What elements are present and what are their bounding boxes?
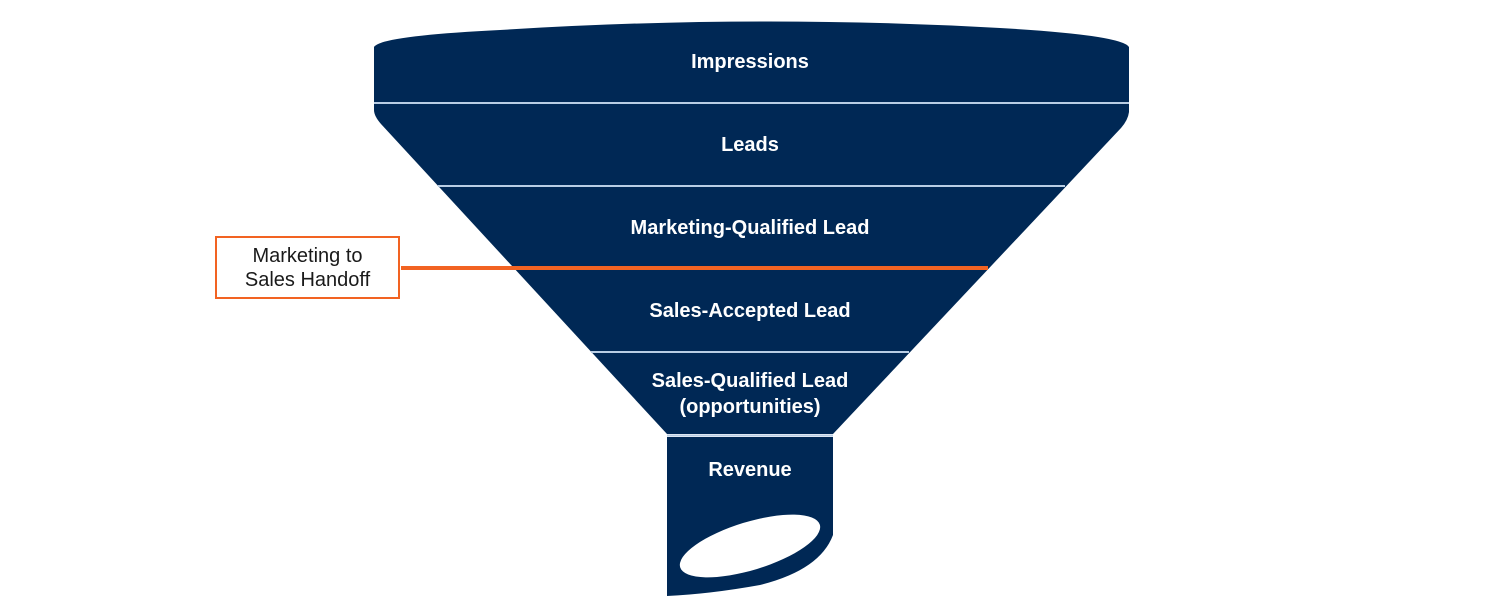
stage-leads: Leads [721,134,779,156]
stage-mql: Marketing-Qualified Lead [630,217,870,239]
stage-sql-line1: Sales-Qualified Lead [651,370,849,392]
handoff-line1: Marketing to [252,244,363,267]
stage-impressions: Impressions [691,51,809,73]
stage-sal: Sales-Accepted Lead [649,300,851,322]
stage-sql-line2: (opportunities) [679,396,821,418]
handoff-callout: Marketing to Sales Handoff [215,236,400,299]
stage-sql: Sales-Qualified Lead (opportunities) [550,368,950,420]
funnel-opening [679,514,821,578]
funnel-top-band [374,21,1129,102]
stage-revenue: Revenue [708,459,792,481]
handoff-line2: Sales Handoff [244,268,371,291]
